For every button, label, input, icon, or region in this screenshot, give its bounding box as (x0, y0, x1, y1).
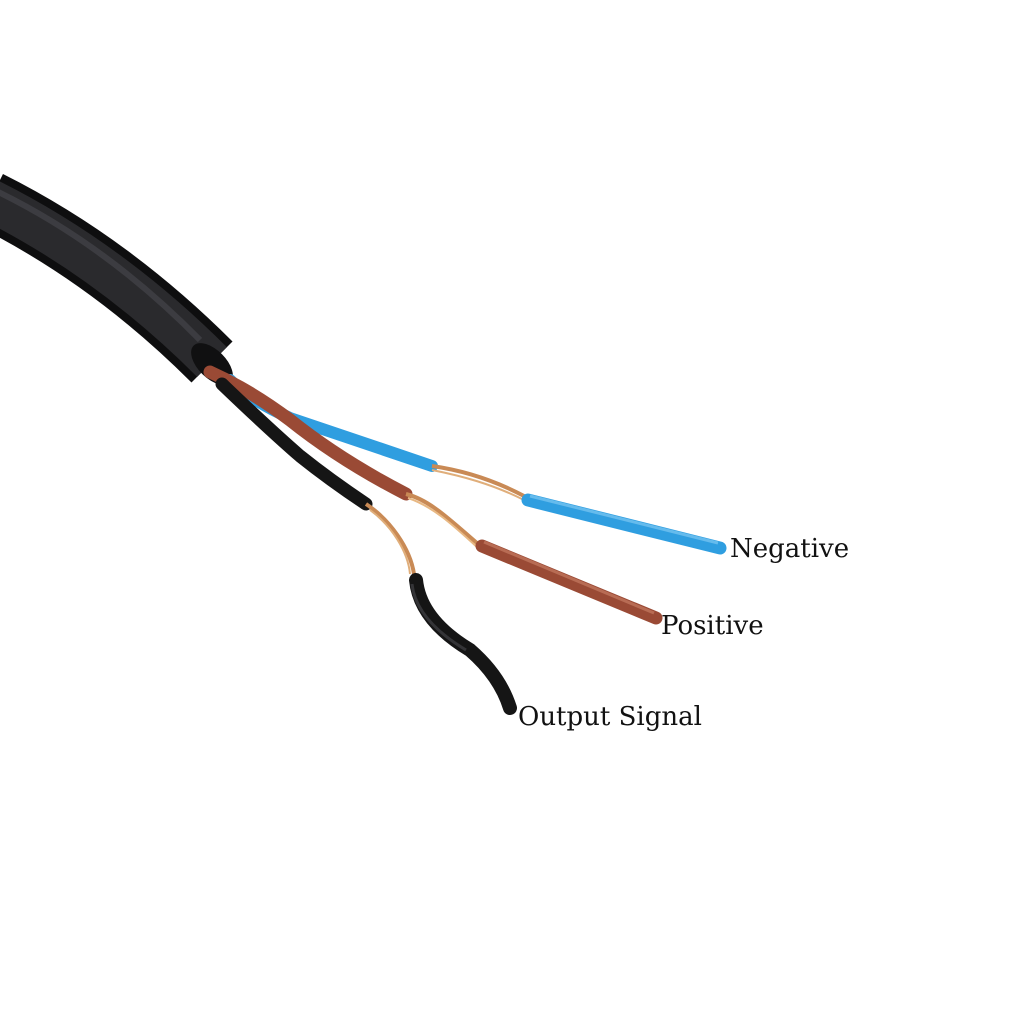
output-signal-label: Output Signal (518, 702, 702, 732)
brown-wire-copper (405, 492, 480, 546)
positive-label: Positive (661, 611, 764, 641)
brown-wire (203, 365, 663, 625)
blue-wire-copper (431, 464, 525, 498)
brown-wire-tail (475, 539, 663, 625)
cable-jacket (0, 174, 233, 385)
blue-wire-tail (521, 493, 727, 555)
black-wire-copper (364, 502, 416, 575)
black-wire (215, 377, 517, 715)
black-wire-tail (409, 573, 517, 715)
negative-label: Negative (730, 534, 850, 564)
